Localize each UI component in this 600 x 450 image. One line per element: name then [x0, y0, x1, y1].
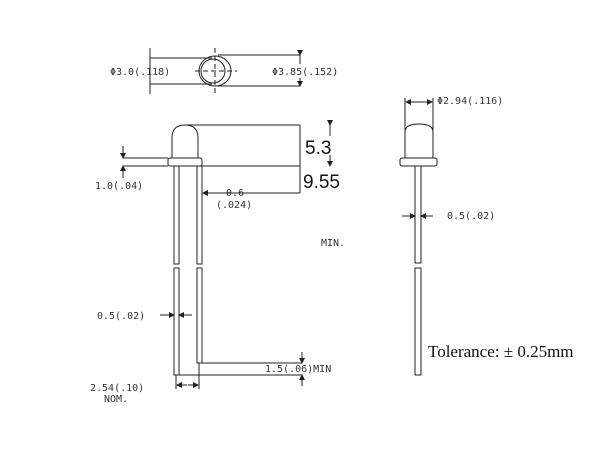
lead-width-label: 0.5(.02)	[97, 311, 145, 322]
lead-length-difference-label: 1.5(.06)MIN	[265, 364, 331, 375]
front-view: Φ2.94(.116) 0.5(.02)	[399, 96, 503, 376]
side-view: 5.3 9.55 1.0(.04) 0.6 (.024) MIN. 0.5(.0…	[90, 120, 345, 405]
body-height-label: 9.55	[303, 172, 340, 193]
top-outer-diameter-label: Φ3.85(.152)	[272, 67, 338, 78]
lens-diameter-label: Φ2.94(.116)	[437, 96, 503, 107]
pitch-label: 2.54(.10)	[90, 383, 144, 394]
flange-thickness-label: 1.0(.04)	[95, 181, 143, 192]
front-lead-width-label: 0.5(.02)	[447, 211, 495, 222]
tolerance-note: Tolerance: ± 0.25mm	[428, 342, 574, 361]
pitch-note: NOM.	[104, 394, 128, 405]
lead-spacing-inch-label: (.024)	[216, 200, 252, 211]
dome-height-label: 5.3	[305, 138, 331, 159]
min-note: MIN.	[321, 238, 345, 249]
lead-spacing-label: 0.6	[226, 188, 244, 199]
top-inner-diameter-label: Φ3.0(.118)	[110, 67, 170, 78]
top-view: Φ3.0(.118) Φ3.85(.152)	[110, 48, 338, 94]
